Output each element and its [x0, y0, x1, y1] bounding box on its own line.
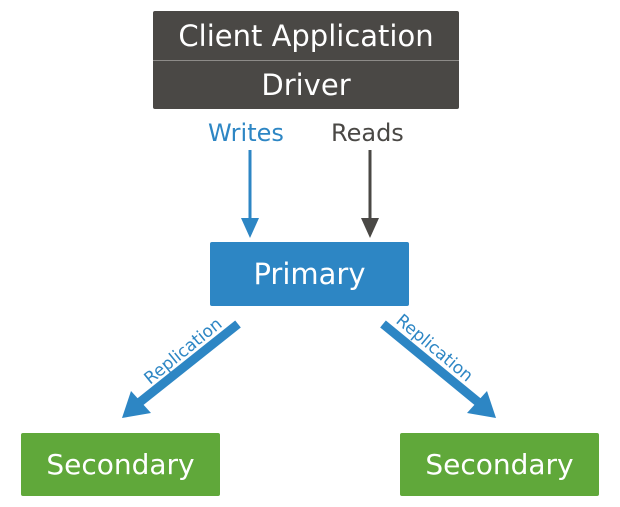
writes-label: Writes	[208, 119, 284, 147]
replication-arrow-right	[380, 320, 496, 418]
replication-arrow-left	[122, 320, 241, 418]
replication-label-right: Replication	[392, 311, 477, 387]
reads-arrow	[361, 150, 379, 238]
reads-label: Reads	[331, 119, 404, 147]
writes-arrow	[241, 150, 259, 238]
client-stack: Client Application Driver	[153, 11, 459, 109]
driver-box: Driver	[261, 68, 351, 102]
client-divider	[153, 60, 459, 61]
secondary-node-left: Secondary	[21, 433, 220, 496]
replication-label-left: Replication	[141, 314, 227, 389]
secondary-node-right: Secondary	[400, 433, 599, 496]
client-application-box: Client Application	[178, 18, 434, 53]
primary-node: Primary	[210, 242, 409, 306]
